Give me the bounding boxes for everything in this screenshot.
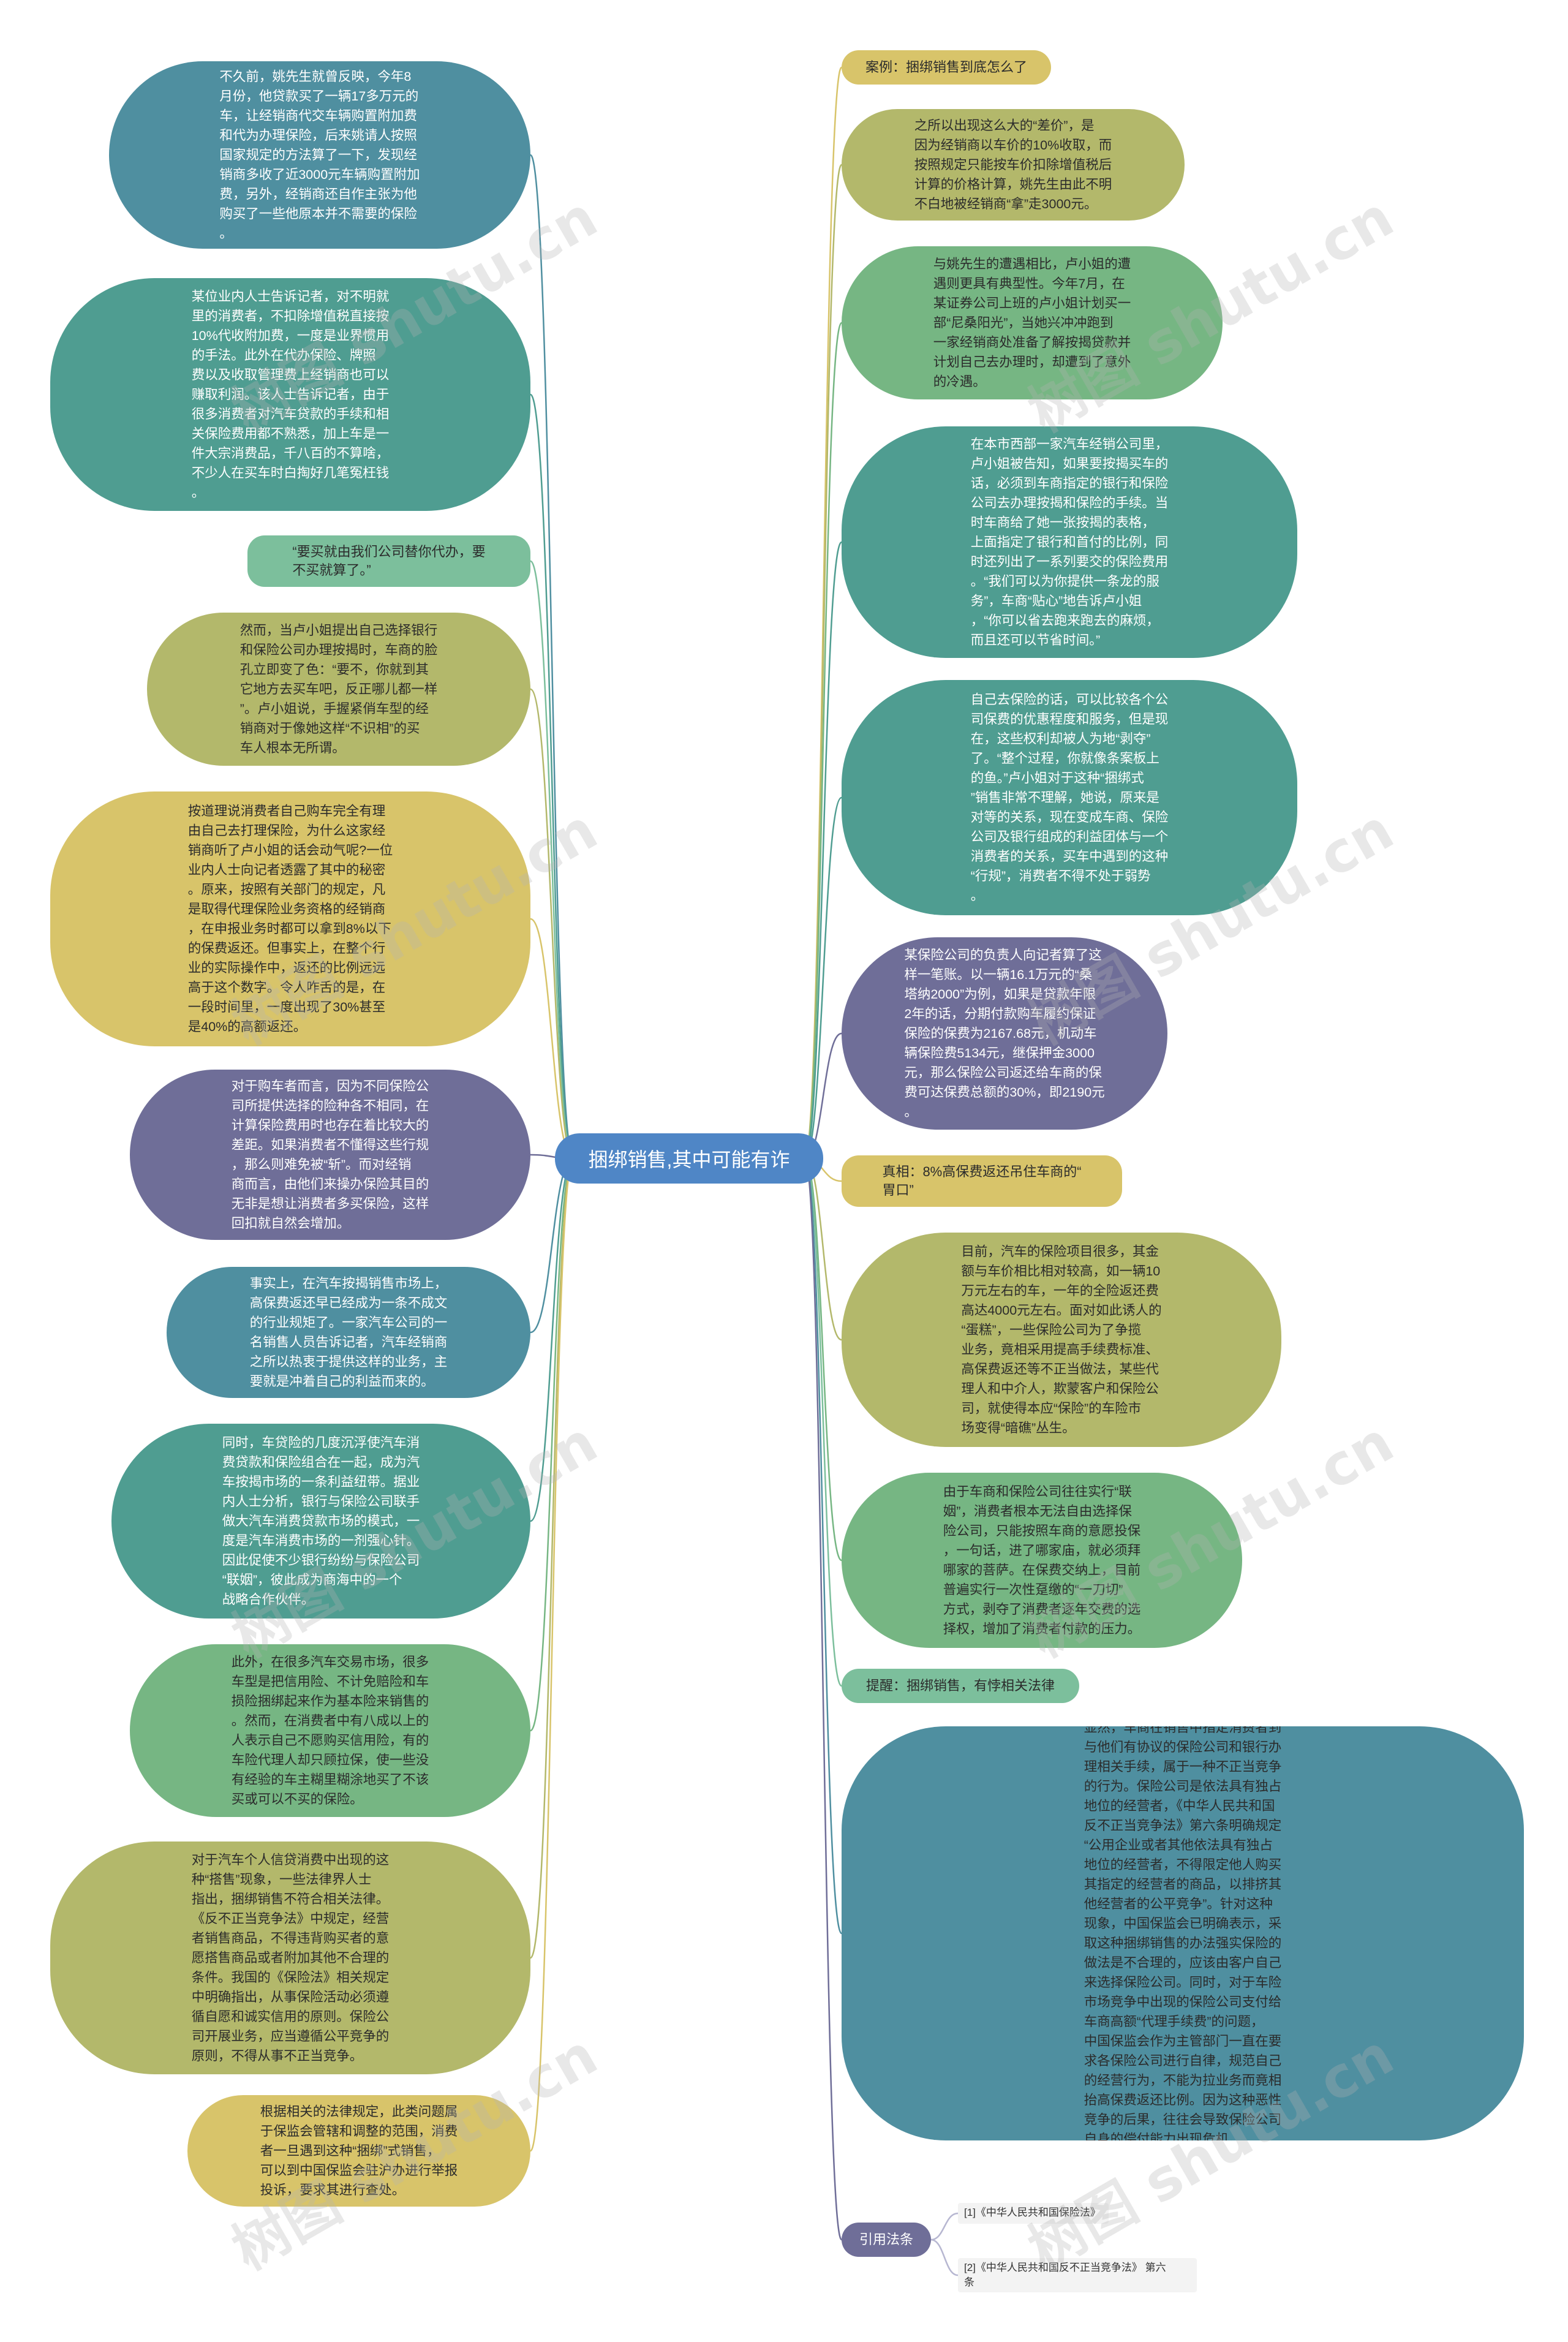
node-text: 在本市西部一家汽车经销公司里， 卢小姐被告知，如果要按揭买车的 话，必须到车商指… <box>970 437 1169 648</box>
connector-left-0 <box>529 154 575 1160</box>
node-text: 之所以出现这么大的“差价”，是 因为经销商以车价的10%收取，而 按照规定只能按… <box>914 118 1112 211</box>
topic-node-left-1[interactable]: 某位业内人士告诉记者，对不明就 里的消费者，不扣除增值税直接按 10%代收附加费… <box>50 278 530 511</box>
connector-ref-1 <box>930 2238 959 2276</box>
node-text: 某保险公司的负责人向记者算了这 样一笔账。以一辆16.1万元的“桑 塔纳2000… <box>904 948 1105 1119</box>
topic-node-left-8[interactable]: 此外，在很多汽车交易市场，很多 车型是把信用险、不计免赔险和车 损险捆绑起来作为… <box>130 1644 530 1817</box>
node-text: 同时，车贷险的几度沉浮使汽车消 费贷款和保险组合在一起，成为汽 车按揭市场的一条… <box>222 1435 420 1607</box>
node-text: 自己去保险的话，可以比较各个公 司保费的优惠程度和服务，但是现 在，这些权利却被… <box>970 692 1169 903</box>
node-text: 此外，在很多汽车交易市场，很多 车型是把信用险、不计免赔险和车 损险捆绑起来作为… <box>231 1655 429 1807</box>
connector-left-1 <box>529 393 575 1160</box>
node-text: 由于车商和保险公司往往实行“联 姻”，消费者根本无法自由选择保 险公司，只能按照… <box>943 1484 1141 1636</box>
topic-node-left-3[interactable]: 然而，当卢小姐提出自己选择银行 和保险公司办理按揭时，车商的脸 孔立即变了色：“… <box>147 613 530 766</box>
reminder-heading[interactable]: 提醒：捆绑销售，有悖相关法律 <box>842 1669 1079 1703</box>
topic-node-left-10[interactable]: 根据相关的法律规定，此类问题属 于保监会管辖和调整的范围，消费 者一旦遇到这种“… <box>187 2095 530 2207</box>
topic-node-left-7[interactable]: 同时，车贷险的几度沉浮使汽车消 费贷款和保险组合在一起，成为汽 车按揭市场的一条… <box>111 1424 530 1619</box>
connector-left-3 <box>529 688 575 1160</box>
topic-node-right-2[interactable]: 与姚先生的遭遇相比，卢小姐的遭 遇则更具有典型性。今年7月，在 某证券公司上班的… <box>842 246 1223 399</box>
root-topic[interactable]: 捆绑销售,其中可能有诈 <box>555 1133 823 1184</box>
connector-right-1 <box>804 164 843 1160</box>
topic-node-left-4[interactable]: 按道理说消费者自己购车完全有理 由自己去打理保险，为什么这家经 销商听了卢小姐的… <box>50 791 530 1046</box>
node-text: 某位业内人士告诉记者，对不明就 里的消费者，不扣除增值税直接按 10%代收附加费… <box>191 289 390 500</box>
connector-right-10 <box>804 1157 843 1935</box>
quote-pill[interactable]: “要买就由我们公司替你代办，要 不买就算了。” <box>247 535 530 587</box>
node-text: 不久前，姚先生就曾反映，今年8 月份，他贷款买了一辆17多万元的 车，让经销商代… <box>219 69 420 241</box>
topic-node-right-4[interactable]: 自己去保险的话，可以比较各个公 司保费的优惠程度和服务，但是现 在，这些权利却被… <box>842 680 1297 915</box>
node-text: 然而，当卢小姐提出自己选择银行 和保险公司办理按揭时，车商的脸 孔立即变了色：“… <box>239 623 438 755</box>
topic-node-right-7[interactable]: 目前，汽车的保险项目很多，其金 额与车价相比相对较高，如一辆10 万元左右的车，… <box>842 1233 1281 1447</box>
topic-node-right-1[interactable]: 之所以出现这么大的“差价”，是 因为经销商以车价的10%收取，而 按照规定只能按… <box>842 109 1185 221</box>
truth-heading[interactable]: 真相：8%高保费返还吊住车商的“ 胃口” <box>842 1155 1122 1207</box>
connector-left-10 <box>529 1157 575 2152</box>
connector-right-0 <box>804 66 843 1160</box>
connector-right-11 <box>804 1157 843 2241</box>
topic-node-right-10[interactable]: 显然，车商在销售中指定消费者到 与他们有协议的保险公司和银行办 理相关手续，属于… <box>842 1726 1524 2140</box>
topic-node-right-3[interactable]: 在本市西部一家汽车经销公司里， 卢小姐被告知，如果要按揭买车的 话，必须到车商指… <box>842 426 1297 658</box>
topic-node-left-0[interactable]: 不久前，姚先生就曾反映，今年8 月份，他贷款买了一辆17多万元的 车，让经销商代… <box>109 61 530 249</box>
connector-right-9 <box>804 1157 843 1687</box>
connector-left-2 <box>529 560 575 1160</box>
node-text: 显然，车商在销售中指定消费者到 与他们有协议的保险公司和银行办 理相关手续，属于… <box>1084 1726 1282 2140</box>
node-text: 目前，汽车的保险项目很多，其金 额与车价相比相对较高，如一辆10 万元左右的车，… <box>961 1244 1162 1435</box>
node-text: 事实上，在汽车按揭销售市场上， 高保费返还早已经成为一条不成文 的行业规矩了。一… <box>249 1276 448 1389</box>
cited-laws-heading[interactable]: 引用法条 <box>842 2223 931 2257</box>
connector-right-2 <box>804 322 843 1160</box>
topic-node-left-9[interactable]: 对于汽车个人信贷消费中出现的这 种“搭售”现象，一些法律界人士 指出，捆绑销售不… <box>50 1841 530 2074</box>
topic-node-right-8[interactable]: 由于车商和保险公司往往实行“联 姻”，消费者根本无法自由选择保 险公司，只能按照… <box>842 1473 1242 1648</box>
node-text: 对于汽车个人信贷消费中出现的这 种“搭售”现象，一些法律界人士 指出，捆绑销售不… <box>191 1853 390 2063</box>
node-text: 按道理说消费者自己购车完全有理 由自己去打理保险，为什么这家经 销商听了卢小姐的… <box>187 804 393 1034</box>
node-text: 与姚先生的遭遇相比，卢小姐的遭 遇则更具有典型性。今年7月，在 某证券公司上班的… <box>933 257 1131 389</box>
topic-node-left-5[interactable]: 对于购车者而言，因为不同保险公 司所提供选择的险种各不相同，在 计算保险费用时也… <box>130 1070 530 1240</box>
case-heading[interactable]: 案例：捆绑销售到底怎么了 <box>842 50 1051 85</box>
node-text: 根据相关的法律规定，此类问题属 于保监会管辖和调整的范围，消费 者一旦遇到这种“… <box>260 2104 458 2197</box>
connector-right-8 <box>804 1157 843 1562</box>
topic-node-left-6[interactable]: 事实上，在汽车按揭销售市场上， 高保费返还早已经成为一条不成文 的行业规矩了。一… <box>167 1267 530 1398</box>
connector-left-9 <box>529 1157 575 1959</box>
node-text: 对于购车者而言，因为不同保险公 司所提供选择的险种各不相同，在 计算保险费用时也… <box>231 1079 429 1231</box>
reference-law-2[interactable]: [2]《中华人民共和国反不正当竞争法》 第六 条 <box>958 2258 1197 2292</box>
connector-right-3 <box>804 541 843 1160</box>
connector-ref-0 <box>930 2212 959 2241</box>
connector-left-8 <box>529 1157 575 1732</box>
topic-node-right-5[interactable]: 某保险公司的负责人向记者算了这 样一笔账。以一辆16.1万元的“桑 塔纳2000… <box>842 937 1167 1130</box>
reference-law-1[interactable]: [1]《中华人民共和国保险法》 <box>958 2203 1109 2224</box>
